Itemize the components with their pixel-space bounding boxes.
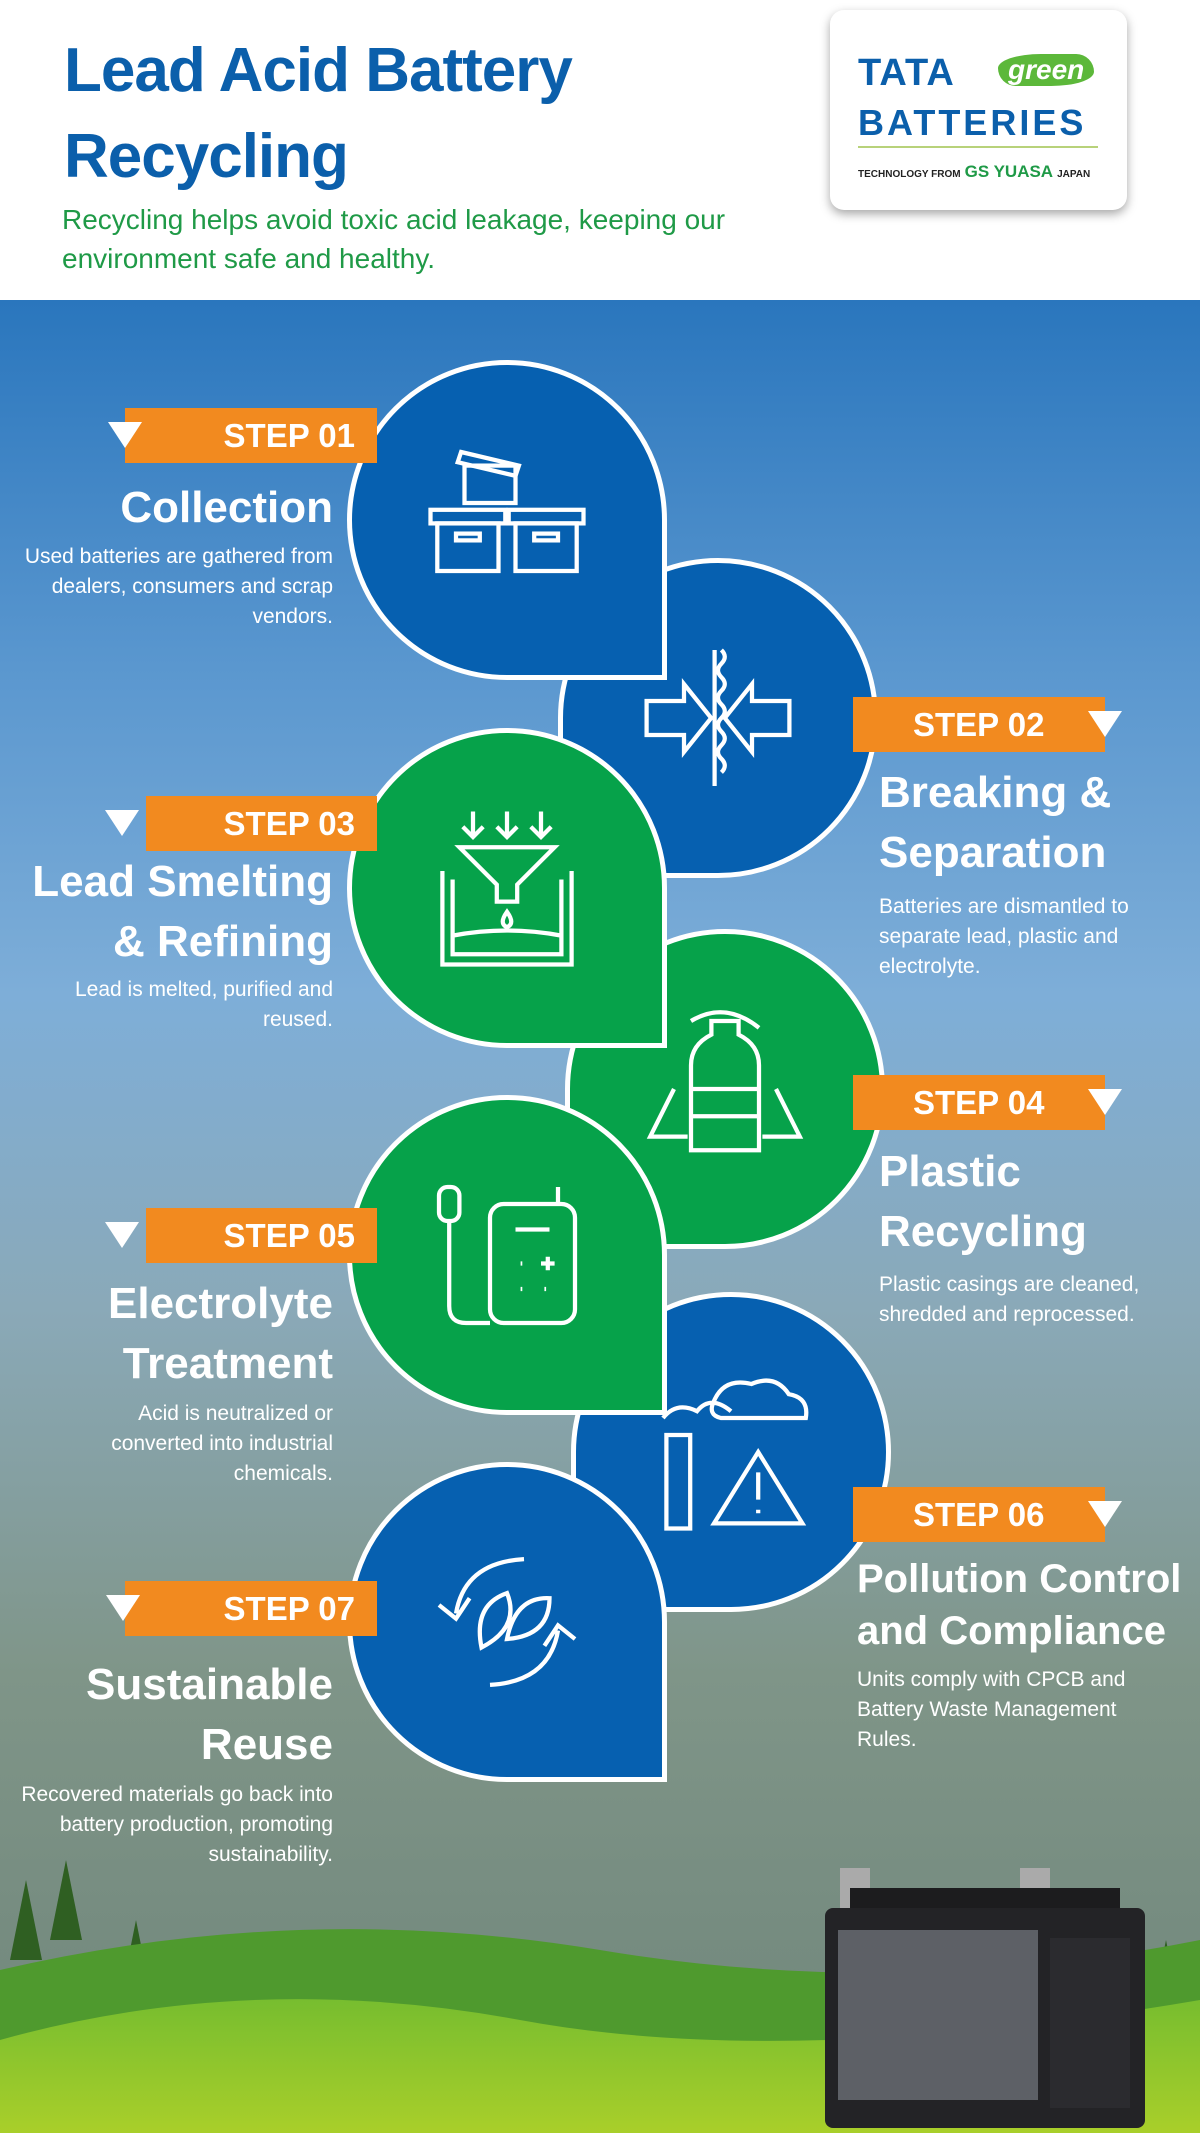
- triangle-marker-icon: [106, 1595, 140, 1621]
- logo-green: green: [998, 54, 1095, 86]
- battery-plug-icon: [436, 1184, 578, 1326]
- step-06-desc: Units comply with CPCB and Battery Waste…: [857, 1668, 1126, 1751]
- triangle-marker-icon: [1088, 1089, 1122, 1115]
- step-04-desc: Plastic casings are cleaned, shredded an…: [879, 1273, 1140, 1326]
- step-06-title: Pollution Control and Compliance: [857, 1557, 1182, 1653]
- step-01-title: Collection: [120, 483, 333, 532]
- step-05-desc: Acid is neutralized or converted into in…: [111, 1402, 333, 1485]
- bottle-recycle-icon: [646, 1010, 804, 1153]
- triangle-marker-icon: [105, 1222, 139, 1248]
- step-06-badge: STEP 06: [853, 1487, 1105, 1542]
- battery-product-image: [825, 1868, 1145, 2128]
- logo-divider: [858, 146, 1098, 148]
- step-03-badge: STEP 03: [146, 796, 377, 851]
- tree: [10, 1880, 42, 1960]
- step-04-badge: STEP 04: [853, 1075, 1105, 1130]
- triangle-marker-icon: [108, 422, 142, 448]
- leaf-cycle-icon: [437, 1556, 577, 1688]
- step-03-desc: Lead is melted, purified and reused.: [75, 978, 333, 1031]
- factory-warning-icon: [661, 1378, 809, 1531]
- step-05-badge: STEP 05: [146, 1208, 377, 1263]
- step-05-shape: [347, 1095, 667, 1415]
- step-01-shape: [347, 360, 667, 680]
- step-01-desc: Used batteries are gathered from dealers…: [24, 545, 333, 628]
- triangle-marker-icon: [1088, 1501, 1122, 1527]
- step-07-badge: STEP 07: [125, 1581, 377, 1636]
- triangle-marker-icon: [1088, 711, 1122, 737]
- step-07-title: Sustainable Reuse: [86, 1660, 333, 1769]
- step-03-title: Lead Smelting & Refining: [32, 857, 333, 966]
- step-05-title: Electrolyte Treatment: [108, 1279, 333, 1388]
- funnel-icon: [440, 811, 574, 967]
- step-02-badge: STEP 02: [853, 697, 1105, 752]
- logo-tata: TATA: [858, 52, 955, 94]
- triangle-marker-icon: [105, 810, 139, 836]
- step-01-badge: STEP 01: [125, 408, 377, 463]
- page-title: Lead Acid Battery Recycling: [64, 36, 573, 191]
- step-04-title: Plastic Recycling: [879, 1147, 1087, 1256]
- step-02-desc: Batteries are dismantled to separate lea…: [879, 895, 1129, 978]
- boxes-icon: [428, 449, 586, 574]
- page-subtitle: Recycling helps avoid toxic acid leakage…: [62, 204, 726, 274]
- tree: [50, 1860, 82, 1940]
- step-07-shape: [347, 1462, 667, 1782]
- header: Lead Acid Battery Recycling Recycling he…: [0, 0, 1200, 300]
- step-02-title: Breaking & Separation: [879, 768, 1112, 877]
- step-03-shape: [347, 728, 667, 1048]
- logo-batteries: BATTERIES: [858, 102, 1087, 143]
- compress-icon: [644, 648, 792, 786]
- step-07-desc: Recovered materials go back into battery…: [21, 1783, 333, 1866]
